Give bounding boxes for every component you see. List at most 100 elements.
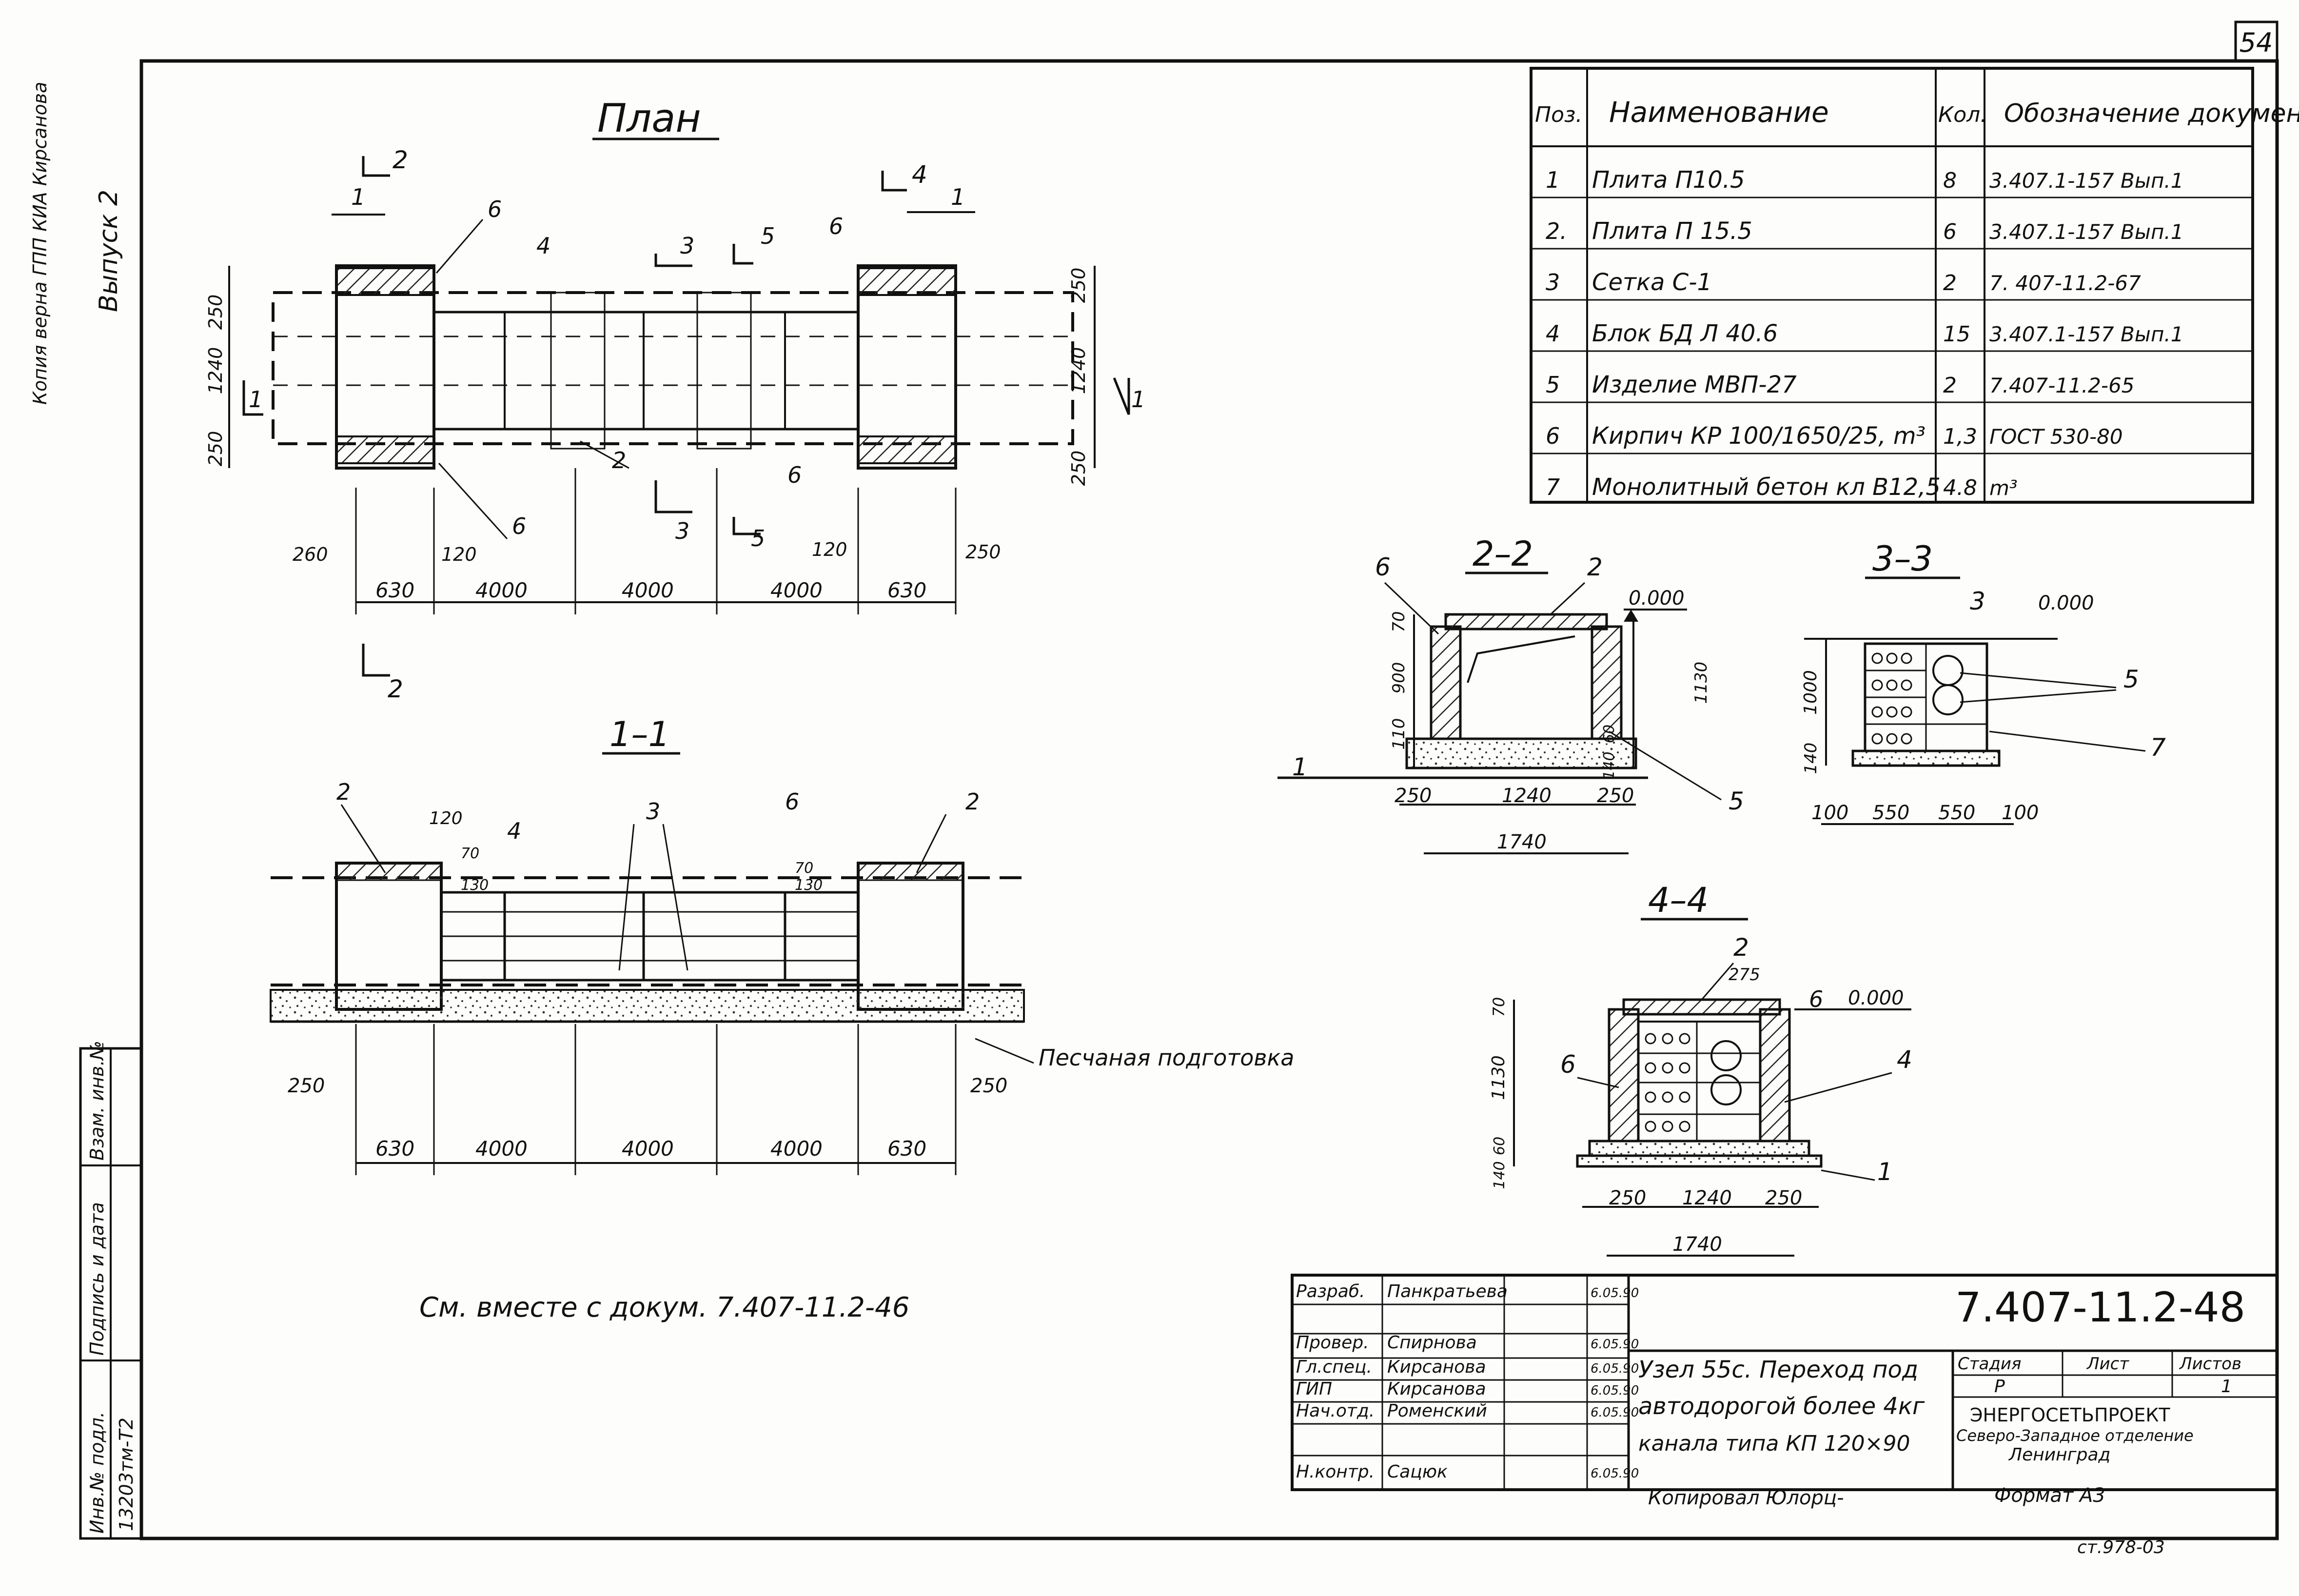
stage-value: Р bbox=[1994, 1377, 2005, 1397]
svg-text:1: 1 bbox=[1877, 1158, 1893, 1186]
signature-name: Сацюк bbox=[1387, 1462, 1448, 1482]
signature-role: Гл.спец. bbox=[1296, 1357, 1372, 1377]
spec-cell: Плита П 15.5 bbox=[1592, 217, 1752, 245]
signature-date: 6.05.90 bbox=[1591, 1466, 1639, 1481]
svg-text:250: 250 bbox=[965, 541, 1001, 563]
svg-text:2: 2 bbox=[1733, 933, 1749, 962]
svg-text:250: 250 bbox=[205, 295, 226, 330]
copied-by: Копировал Юлорц- bbox=[1648, 1487, 1844, 1509]
spec-cell: Плита П10.5 bbox=[1592, 166, 1745, 194]
svg-text:630: 630 bbox=[887, 1137, 926, 1161]
svg-text:1240: 1240 bbox=[205, 347, 226, 394]
section-2-2-title: 2–2 bbox=[1473, 534, 1533, 574]
svg-text:550: 550 bbox=[1938, 802, 1975, 824]
stamp-inv-value: 13203тм-Т2 bbox=[116, 1418, 137, 1531]
spec-header-doc: Обозначение документа bbox=[2004, 99, 2299, 128]
section-4-4-title: 4–4 bbox=[1648, 880, 1709, 920]
spec-cell: Сетка С-1 bbox=[1592, 269, 1712, 296]
page-number-box bbox=[2234, 20, 2279, 62]
svg-text:260: 260 bbox=[293, 544, 328, 565]
signature-date: 6.05.90 bbox=[1591, 1286, 1639, 1300]
section-1-1: 1–1 2 3 4 6 2 120 70 130 70 130 bbox=[270, 714, 1294, 1175]
stage-header: Стадия bbox=[1958, 1354, 2021, 1374]
svg-text:6: 6 bbox=[512, 513, 526, 539]
signature-name: Спирнова bbox=[1387, 1333, 1477, 1353]
svg-text:630: 630 bbox=[887, 578, 926, 602]
spec-cell: 5 bbox=[1546, 372, 1560, 398]
svg-text:6: 6 bbox=[829, 213, 843, 239]
svg-text:3: 3 bbox=[646, 798, 660, 825]
svg-text:0.000: 0.000 bbox=[1848, 987, 1904, 1009]
spec-cell: Блок БД Л 40.6 bbox=[1592, 320, 1778, 347]
section-3-3-title: 3–3 bbox=[1872, 539, 1933, 579]
spec-cell: 8 bbox=[1943, 168, 1957, 193]
svg-text:4000: 4000 bbox=[622, 1137, 674, 1161]
spec-cell: 4 bbox=[1546, 320, 1560, 347]
sheet-header: Лист bbox=[2086, 1354, 2129, 1374]
svg-text:140: 140 bbox=[1601, 751, 1618, 779]
left-stamp: Взам. инв.№ Подпись и дата Инв.№ подл. 1… bbox=[79, 1041, 143, 1540]
org-name: ЭНЕРГОСЕТЬПРОЕКТ bbox=[1970, 1404, 2170, 1426]
spec-header-qty: Кол. bbox=[1938, 102, 1987, 127]
svg-text:250: 250 bbox=[1765, 1187, 1802, 1209]
svg-text:4000: 4000 bbox=[770, 1137, 823, 1161]
spec-cell: 15 bbox=[1943, 322, 1970, 347]
spec-cell: 7.407-11.2-65 bbox=[1989, 374, 2135, 397]
spec-cell: ГОСТ 530-80 bbox=[1989, 425, 2123, 449]
svg-text:1: 1 bbox=[351, 184, 365, 210]
signature-role: Нач.отд. bbox=[1296, 1401, 1375, 1421]
signature-date: 6.05.90 bbox=[1591, 1337, 1639, 1352]
svg-text:250: 250 bbox=[205, 431, 226, 467]
svg-text:130: 130 bbox=[461, 877, 489, 894]
spec-cell: 2 bbox=[1943, 271, 1957, 296]
spec-cell: 3 bbox=[1546, 269, 1560, 296]
spec-cell: 3.407.1-157 Вып.1 bbox=[1989, 169, 2184, 193]
svg-text:275: 275 bbox=[1729, 965, 1760, 985]
bottom-code: ст.978-03 bbox=[2077, 1537, 2165, 1557]
svg-text:6: 6 bbox=[1375, 553, 1391, 581]
svg-text:70: 70 bbox=[461, 845, 479, 862]
svg-text:110: 110 bbox=[1389, 718, 1409, 750]
signature-role: ГИП bbox=[1296, 1379, 1332, 1399]
plan-view: План 2 2 1 4 1 3 5 bbox=[205, 96, 1145, 703]
format-label: Формат А3 bbox=[1994, 1484, 2105, 1507]
svg-text:630: 630 bbox=[375, 578, 414, 602]
spec-cell: Изделие МВП-27 bbox=[1592, 371, 1797, 398]
svg-text:1: 1 bbox=[1292, 753, 1308, 781]
spec-table: Поз. Наименование Кол. Обозначение докум… bbox=[1530, 67, 2299, 504]
svg-text:120: 120 bbox=[429, 808, 463, 828]
spec-header-pos: Поз. bbox=[1535, 102, 1582, 127]
svg-text:1130: 1130 bbox=[1489, 1055, 1509, 1100]
signature-name: Кирсанова bbox=[1387, 1379, 1486, 1399]
signature-date: 6.05.90 bbox=[1591, 1405, 1639, 1420]
spec-cell: m³ bbox=[1989, 476, 2018, 500]
svg-text:2: 2 bbox=[393, 146, 408, 174]
signature-date: 6.05.90 bbox=[1591, 1383, 1639, 1398]
spec-cell: 3.407.1-157 Вып.1 bbox=[1989, 322, 2184, 346]
section-1-1-title: 1–1 bbox=[609, 714, 670, 754]
plan-title: План bbox=[597, 96, 701, 141]
svg-text:4000: 4000 bbox=[475, 1137, 528, 1161]
svg-text:4: 4 bbox=[1897, 1045, 1912, 1074]
sheets-value: 1 bbox=[2221, 1377, 2232, 1397]
svg-text:6: 6 bbox=[785, 788, 799, 815]
svg-text:5: 5 bbox=[1729, 787, 1744, 815]
svg-text:250: 250 bbox=[1395, 785, 1432, 807]
svg-text:1240: 1240 bbox=[1502, 785, 1552, 807]
svg-text:5: 5 bbox=[2123, 665, 2139, 693]
svg-text:1: 1 bbox=[249, 386, 263, 413]
svg-text:1: 1 bbox=[1131, 386, 1145, 413]
svg-text:6: 6 bbox=[1560, 1050, 1576, 1079]
svg-text:1740: 1740 bbox=[1497, 831, 1547, 853]
svg-text:250: 250 bbox=[1597, 785, 1634, 807]
svg-text:5: 5 bbox=[761, 223, 775, 249]
svg-text:4: 4 bbox=[536, 233, 550, 259]
reference-note: См. вместе с докум. 7.407-11.2-46 bbox=[419, 1292, 909, 1323]
svg-text:3: 3 bbox=[675, 518, 689, 544]
section-3-3: 3–3 3 0.000 5 7 1000 140 100 550 550 100 bbox=[1801, 539, 2166, 825]
copy-note: Копия верна ГПП КИА Кирсанова bbox=[29, 82, 51, 405]
svg-text:0.000: 0.000 bbox=[2038, 592, 2094, 614]
signature-name: Кирсанова bbox=[1387, 1357, 1486, 1377]
